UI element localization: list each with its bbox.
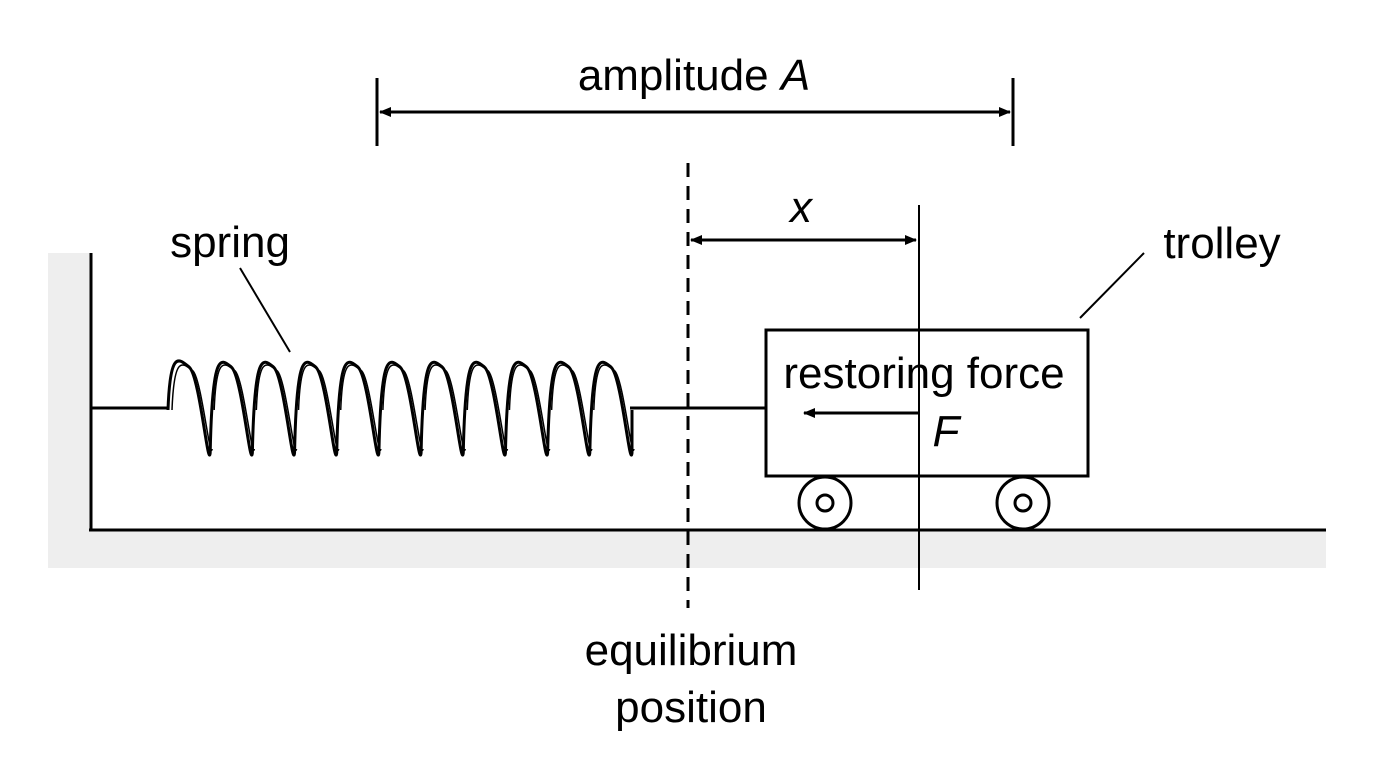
spring-label: spring: [170, 218, 290, 267]
spring-leader-line: [239, 267, 291, 353]
right-wheel: [995, 475, 1051, 531]
equilibrium-label-line1: equilibrium: [585, 626, 798, 675]
displacement-label: x: [788, 183, 814, 232]
amplitude-label: amplitude A: [578, 51, 810, 100]
amplitude-symbol: A: [778, 51, 810, 100]
force-symbol: F: [933, 407, 962, 456]
left-wheel: [797, 475, 853, 531]
spring-coil-inner: [171, 364, 635, 451]
trolley-body: [764, 328, 1090, 478]
amplitude-dimension: [375, 78, 1015, 146]
restoring-force-label: restoring force: [783, 349, 1064, 398]
trolley-leader-line: [1079, 252, 1145, 319]
trolley-label: trolley: [1163, 219, 1280, 268]
equilibrium-label-line2: position: [615, 683, 767, 732]
